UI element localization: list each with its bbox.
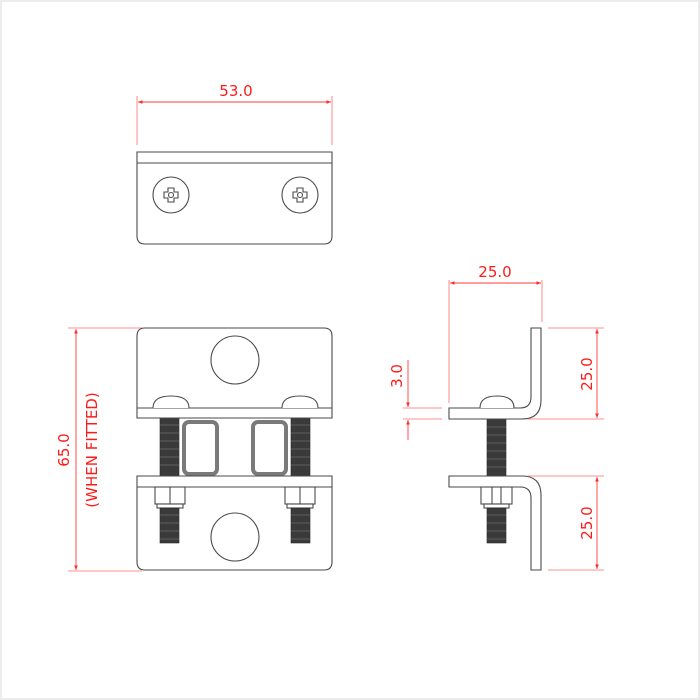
upper-l-bracket	[448, 327, 542, 420]
bolt-thread-left	[159, 417, 180, 477]
side-bolt-thread	[486, 418, 507, 477]
phillips-screw-icon	[281, 176, 319, 214]
dimension-label-65: 65.0	[55, 433, 73, 466]
dimension-label-25-upper: 25.0	[578, 357, 596, 390]
front-view: 65.0 (WHEN FITTED)	[55, 327, 333, 572]
dimension-label-25-lower: 25.0	[578, 506, 596, 539]
dimension-leg-width: 25.0	[448, 263, 543, 403]
dimension-label-25-width: 25.0	[478, 263, 511, 281]
bolt-end-right	[290, 507, 311, 544]
side-hex-nut	[480, 486, 513, 509]
side-view: 25.0 3.0	[388, 263, 604, 571]
hex-nut-left	[154, 486, 186, 509]
dimension-lower-leg: 25.0	[528, 475, 604, 571]
bolt-thread-right	[290, 417, 311, 477]
mounting-hole-upper	[210, 335, 260, 385]
screw-head-left	[152, 395, 190, 409]
dimension-thickness: 3.0	[388, 360, 442, 440]
dimension-label-53: 53.0	[219, 82, 252, 100]
bolt-end-left	[159, 507, 180, 544]
mounting-hole-lower	[210, 512, 260, 562]
dimension-top-width: 53.0	[136, 82, 333, 145]
side-screw-head	[479, 395, 515, 409]
spacer-left	[182, 420, 219, 476]
top-plate	[136, 151, 333, 245]
dimension-fitted-height: 65.0 (WHEN FITTED)	[55, 327, 142, 572]
side-bolt-end	[486, 507, 507, 544]
spacer-right	[251, 420, 288, 476]
dimension-label-3: 3.0	[388, 364, 406, 388]
hex-nut-right	[284, 486, 316, 509]
top-view: 53.0	[136, 82, 333, 245]
dimension-upper-leg: 25.0	[528, 327, 604, 420]
phillips-screw-icon	[152, 176, 190, 214]
dimension-note-when-fitted: (WHEN FITTED)	[83, 392, 101, 507]
screw-head-right	[281, 395, 319, 409]
lower-l-bracket	[448, 475, 542, 571]
